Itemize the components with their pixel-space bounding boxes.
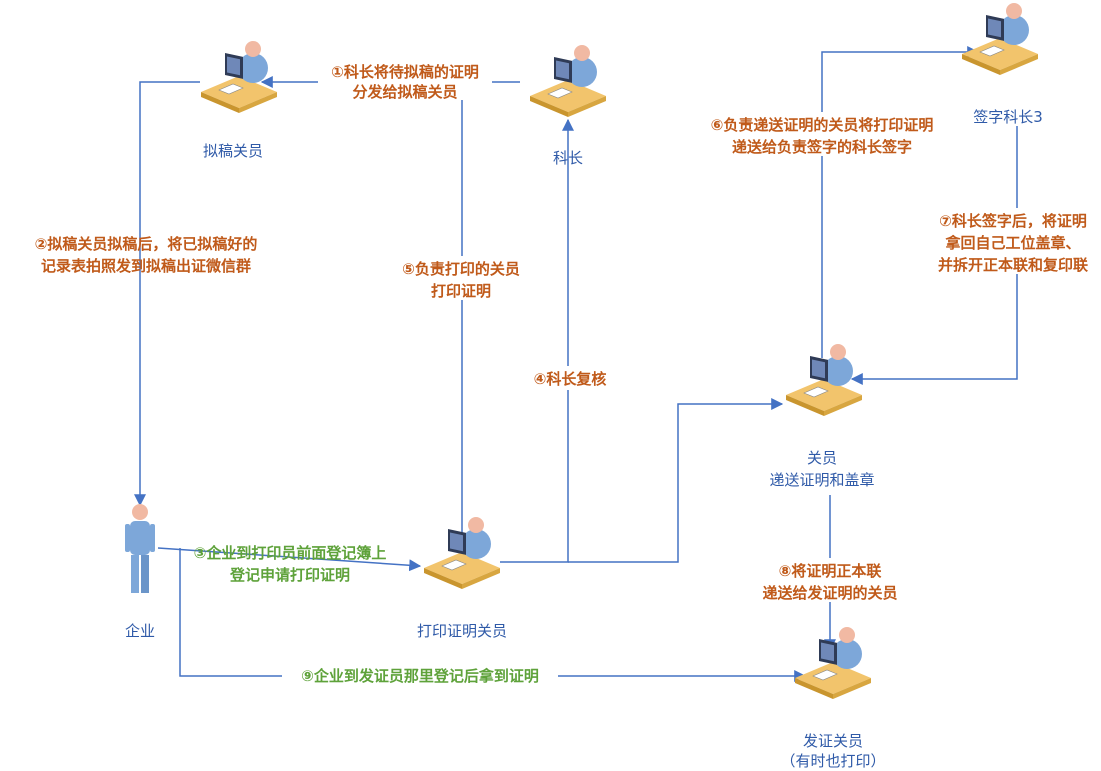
office-worker-icon bbox=[529, 44, 607, 118]
node-signer: 签字科长3 bbox=[961, 2, 1043, 126]
office-worker-icon bbox=[200, 40, 278, 114]
step-5: ⑤负责打印的关员 打印证明 bbox=[402, 260, 520, 300]
edge-drafter-to-enterprise bbox=[134, 81, 200, 507]
node-drafter: 拟稿关员 bbox=[200, 40, 278, 160]
step-5-line-2: 打印证明 bbox=[431, 282, 491, 300]
step-7-line-3: 并拆开正本联和复印联 bbox=[938, 256, 1089, 274]
step-7-line-2: 拿回自己工位盖章、 bbox=[944, 234, 1080, 252]
office-worker-icon bbox=[785, 343, 863, 417]
node-enterprise-label: 企业 bbox=[125, 622, 155, 640]
step-4: ④科长复核 bbox=[534, 370, 607, 388]
edge-enterprise-to-issuer bbox=[179, 548, 807, 682]
step-2-line-2: 记录表拍照发到拟稿出证微信群 bbox=[41, 257, 251, 275]
step-2: ②拟稿关员拟稿后，将已拟稿好的 记录表拍照发到拟稿出证微信群 bbox=[35, 235, 258, 275]
office-worker-icon bbox=[961, 2, 1039, 76]
step-7-line-1: ⑦科长签字后，将证明 bbox=[939, 212, 1087, 230]
step-3-line-1: ③企业到打印员前面登记簿上 bbox=[194, 544, 387, 562]
node-issuer-label-line-1: 发证关员 bbox=[803, 732, 863, 750]
node-stamp-officer-label-line-1: 关员 bbox=[807, 449, 837, 467]
step-9-line-1: ⑨企业到发证员那里登记后拿到证明 bbox=[301, 667, 539, 685]
step-6-line-1: ⑥负责递送证明的关员将打印证明 bbox=[711, 116, 934, 134]
standing-person-icon bbox=[125, 504, 155, 593]
node-signer-label: 签字科长3 bbox=[973, 108, 1043, 126]
node-chief: 科长 bbox=[529, 44, 607, 167]
step-1-line-2: 分发给拟稿关员 bbox=[352, 83, 457, 101]
step-7: ⑦科长签字后，将证明 拿回自己工位盖章、 并拆开正本联和复印联 bbox=[938, 212, 1089, 274]
step-8-line-1: ⑧将证明正本联 bbox=[779, 562, 883, 580]
edge-printer-to-chief bbox=[500, 118, 574, 563]
step-1: ①科长将待拟稿的证明 分发给拟稿关员 bbox=[331, 63, 479, 101]
node-printer-label: 打印证明关员 bbox=[417, 622, 507, 640]
node-drafter-label: 拟稿关员 bbox=[203, 142, 263, 160]
node-chief-label: 科长 bbox=[553, 149, 583, 167]
edge-enterprise-to-printer bbox=[157, 547, 422, 572]
step-8-line-2: 递送给发证明的关员 bbox=[762, 584, 897, 602]
edges bbox=[134, 46, 1018, 682]
step-5-line-1: ⑤负责打印的关员 bbox=[402, 260, 520, 278]
step-4-line-1: ④科长复核 bbox=[534, 370, 607, 388]
step-6: ⑥负责递送证明的关员将打印证明 递送给负责签字的科长签字 bbox=[711, 116, 934, 156]
office-worker-icon bbox=[794, 626, 872, 700]
node-issuer-label-line-2: （有时也打印） bbox=[780, 752, 885, 770]
step-1-line-1: ①科长将待拟稿的证明 bbox=[331, 63, 479, 81]
step-8: ⑧将证明正本联 递送给发证明的关员 bbox=[762, 562, 897, 602]
node-stamp-officer-label-line-2: 递送证明和盖章 bbox=[769, 471, 874, 489]
edge-stamp-officer-to-signer bbox=[821, 46, 980, 358]
step-9: ⑨企业到发证员那里登记后拿到证明 bbox=[301, 667, 539, 685]
node-stamp-officer: 关员 递送证明和盖章 bbox=[769, 343, 875, 489]
step-2-line-1: ②拟稿关员拟稿后，将已拟稿好的 bbox=[35, 235, 258, 253]
step-6-line-2: 递送给负责签字的科长签字 bbox=[732, 138, 912, 156]
step-3: ③企业到打印员前面登记簿上 登记申请打印证明 bbox=[194, 544, 387, 584]
node-issuer: 发证关员 （有时也打印） bbox=[780, 626, 886, 770]
edge-printer-to-stamp-officer bbox=[568, 398, 784, 563]
node-printer: 打印证明关员 bbox=[417, 516, 507, 640]
node-enterprise: 企业 bbox=[125, 504, 155, 640]
step-3-line-2: 登记申请打印证明 bbox=[229, 566, 350, 584]
